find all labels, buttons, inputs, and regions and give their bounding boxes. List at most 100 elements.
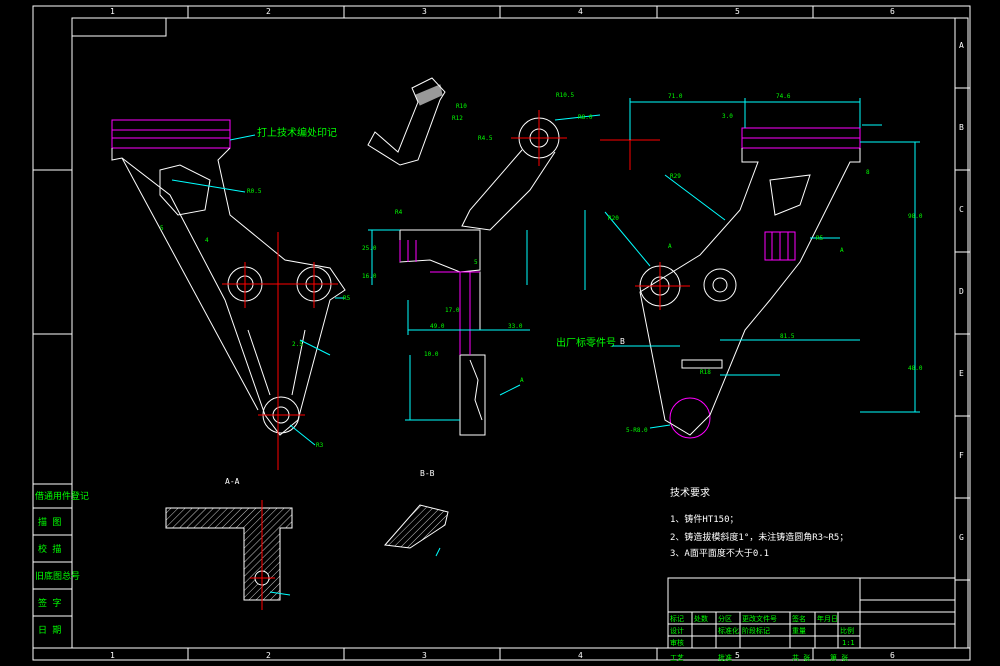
tb-r3-c0: 审核 <box>670 638 684 647</box>
tb-r2-c0: 设计 <box>670 626 684 635</box>
section-bb-label: B-B <box>420 469 435 478</box>
tb-r2-c6: 比例 <box>840 626 854 635</box>
dim-d12: R10.5 <box>556 92 574 99</box>
side-row-5: 日 期 <box>38 625 61 636</box>
tb-r2-c4: 阶段标记 <box>742 626 770 635</box>
dim-d14: R8.0 <box>578 114 593 121</box>
zone-row-f: F <box>959 451 964 460</box>
zone-col-2: 2 <box>266 7 271 16</box>
zone-col-6: 6 <box>890 7 895 16</box>
dim-d26: 81.5 <box>780 333 795 340</box>
side-row-0: 借通用件登记 <box>35 490 89 502</box>
zone-row-c: C <box>959 205 964 214</box>
dim-d21: 71.0 <box>668 93 683 100</box>
dim-d25: 98.0 <box>908 213 923 220</box>
dim-d2: 2.5 <box>292 341 303 348</box>
dim-d20: 5 <box>160 225 164 232</box>
zone-labels: 1 2 3 4 5 6 1 2 3 4 5 6 A B C D E F G <box>110 7 964 660</box>
bracket-top-view: 71.0 74.6 3.0 8 98.0 81.5 48.0 5-R8.0 R2… <box>556 93 923 439</box>
title-block-row1: 标记 处数 分区 更改文件号 签名 年月日 <box>670 614 838 623</box>
zone-col-1-bottom: 1 <box>110 651 115 660</box>
dim-d15: R4 <box>395 209 403 216</box>
technical-requirements: 技术要求 1、铸件HT150； 2、铸造拔模斜度1°，未注铸造圆角R3~R5； … <box>670 486 848 559</box>
centerlines-view1 <box>222 232 338 470</box>
dim-d17: R29 <box>670 173 681 180</box>
title-block: 标记 处数 分区 更改文件号 签名 年月日 设计 标准化 阶段标记 重量 比例 … <box>667 577 956 662</box>
dim-d4: R5 <box>343 295 351 302</box>
tb-r4-c4: 共 张 <box>792 653 810 662</box>
title-block-row4: 工艺 批准 共 张 第 张 <box>670 653 848 662</box>
tech-req-item-2: 2、铸造拔模斜度1°，未注铸造圆角R3~R5； <box>670 531 848 543</box>
zone-row-g: G <box>959 533 964 542</box>
zone-col-3-bottom: 3 <box>422 651 427 660</box>
callout-fillet: R0.5 <box>247 188 262 195</box>
tb-r1-c3: 更改文件号 <box>742 614 777 623</box>
section-mark-a-right: A <box>840 247 844 254</box>
tb-r4-c5: 第 张 <box>830 653 848 662</box>
tb-r2-c5: 重量 <box>792 627 806 635</box>
side-table: 借通用件登记 描 图 校 描 旧底图总号 签 字 日 期 <box>32 483 89 649</box>
dim-d22: 74.6 <box>776 93 791 100</box>
dim-d28: 5-R8.0 <box>626 427 648 434</box>
zone-col-4: 4 <box>578 7 583 16</box>
title-block-row3: 审核 1:1 <box>670 638 855 647</box>
zone-col-3: 3 <box>422 7 427 16</box>
dim-d18: R18 <box>700 369 711 376</box>
zone-col-5-bottom: 5 <box>735 651 740 660</box>
stamp-pad-hidden <box>111 119 231 149</box>
dim-d8: 16.0 <box>362 273 377 280</box>
dim-d3: R3 <box>316 442 324 449</box>
dim-d11: 10.0 <box>424 351 439 358</box>
tech-req-item-3: 3、A面平面度不大于0.1 <box>670 547 769 559</box>
tb-r4-c2: 批准 <box>718 653 732 662</box>
tb-r3-c6: 1:1 <box>842 639 855 647</box>
zone-col-6-bottom: 6 <box>890 651 895 660</box>
tb-r2-c2: 标准化 <box>718 626 739 635</box>
tb-r1-c0: 标记 <box>670 614 684 623</box>
zone-row-a: A <box>959 41 964 50</box>
zone-col-2-bottom: 2 <box>266 651 271 660</box>
callout-stamp-area: 打上技术编处印记 <box>257 126 337 139</box>
title-block-row2: 设计 标准化 阶段标记 重量 比例 <box>670 626 854 635</box>
bracket-front-view: 打上技术编处印记 R0.5 2.5 R3 R5 4 5 <box>111 119 351 470</box>
section-mark-a-left: A <box>668 243 672 250</box>
dim-d30: R5 <box>816 235 824 242</box>
dim-d7: 49.0 <box>430 323 445 330</box>
section-mark-b: B <box>620 337 625 346</box>
section-mark-a: A <box>520 377 524 384</box>
dim-d6: 25.0 <box>362 245 377 252</box>
sheet-frame <box>32 5 971 661</box>
section-b-b: B-B <box>383 469 449 557</box>
dim-d27: 48.0 <box>908 365 923 372</box>
zone-col-1: 1 <box>110 7 115 16</box>
section-aa-label: A-A <box>225 477 240 486</box>
zone-col-4-bottom: 4 <box>578 651 583 660</box>
dim-d16: 5 <box>474 259 478 266</box>
side-row-4: 签 字 <box>38 597 61 609</box>
tb-r1-c1: 处数 <box>694 614 708 623</box>
dim-d1: R10 <box>456 103 467 110</box>
dim-d10: 17.0 <box>445 307 460 314</box>
tb-r4-c0: 工艺 <box>670 654 684 662</box>
section-a-a: A-A <box>165 477 293 610</box>
tb-r1-c5: 年月日 <box>817 614 838 623</box>
dim-d29: R20 <box>608 215 619 222</box>
dim-d23: 3.0 <box>722 113 733 120</box>
callout-factory-mark: 出厂标零件号 <box>556 336 616 349</box>
dim-d24: 8 <box>866 169 870 176</box>
side-row-3: 旧底图总号 <box>35 570 80 582</box>
bracket-side-view: R10 R12 R10.5 R4.5 R8.0 R4 5 25.0 49.0 1… <box>362 77 601 436</box>
dim-d13: R4.5 <box>478 135 493 142</box>
dim-d19: 4 <box>205 237 209 244</box>
side-row-2: 校 描 <box>38 543 61 555</box>
tb-r1-c2: 分区 <box>718 614 732 623</box>
tech-req-heading: 技术要求 <box>670 486 710 499</box>
zone-row-e: E <box>959 369 964 378</box>
zone-row-b: B <box>959 123 964 132</box>
tech-req-item-1: 1、铸件HT150； <box>670 513 739 525</box>
dim-d5: R12 <box>452 115 463 122</box>
side-row-1: 描 图 <box>38 516 61 528</box>
tb-r1-c4: 签名 <box>792 614 806 623</box>
